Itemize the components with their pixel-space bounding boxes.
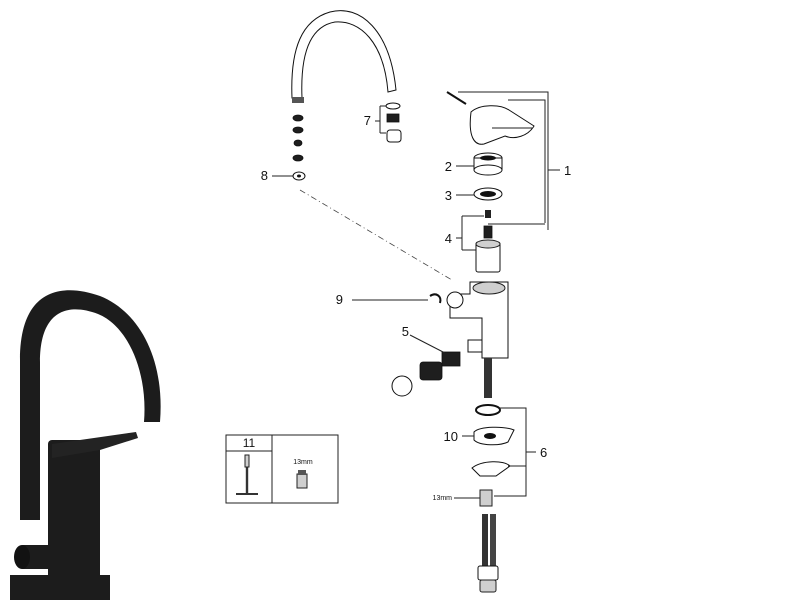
callout-5: 5 bbox=[402, 324, 409, 339]
spout-tube bbox=[291, 10, 397, 99]
tool-box-11: 11 13mm bbox=[225, 434, 339, 504]
tool-wrench-size: 13mm bbox=[293, 459, 313, 466]
callout-4: 4 bbox=[445, 231, 452, 246]
spout-end-parts bbox=[292, 97, 304, 162]
tee-key-icon bbox=[236, 454, 258, 495]
callout-8: 8 bbox=[261, 168, 268, 183]
callout-3: 3 bbox=[445, 188, 452, 203]
socket-wrench-icon bbox=[296, 470, 308, 489]
faucet-body bbox=[446, 281, 509, 398]
lever-handle bbox=[446, 91, 535, 145]
callout-6: 6 bbox=[540, 445, 547, 460]
part-9-clip bbox=[429, 293, 442, 304]
part-2-cap bbox=[473, 152, 503, 176]
part-7-aerator bbox=[385, 102, 402, 143]
tool-box-number: 11 bbox=[243, 436, 256, 450]
part-3-nut bbox=[473, 187, 503, 201]
callout-9: 9 bbox=[336, 292, 343, 307]
part-4-cartridge bbox=[475, 210, 501, 273]
part-6-fixing-plate bbox=[471, 461, 511, 507]
part-oring bbox=[475, 404, 501, 416]
callout-1: 1 bbox=[564, 163, 571, 178]
part-5-diverter bbox=[391, 351, 461, 397]
callout-10: 10 bbox=[444, 429, 458, 444]
hose-nut-size: 13mm bbox=[433, 495, 453, 502]
faucet-product-image bbox=[10, 290, 161, 600]
part-8-nut bbox=[292, 171, 306, 181]
supply-hoses bbox=[477, 514, 499, 593]
part-10-washer bbox=[473, 426, 515, 446]
callout-2: 2 bbox=[445, 159, 452, 174]
callout-7: 7 bbox=[364, 113, 371, 128]
